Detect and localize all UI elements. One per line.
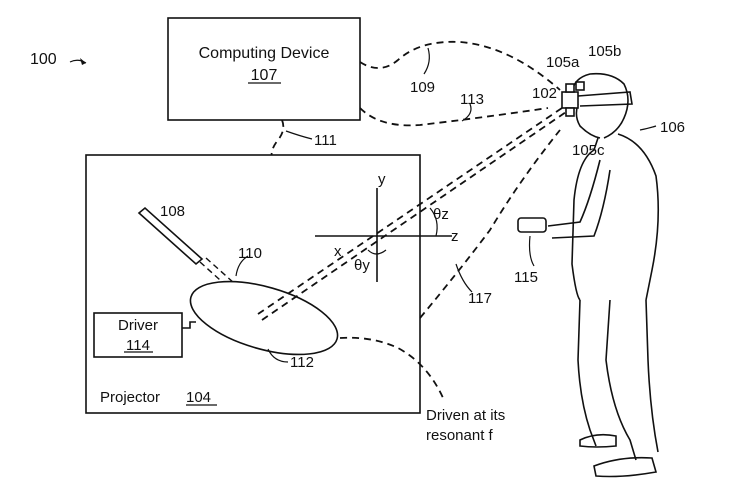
leader-109 bbox=[424, 48, 429, 74]
axis-x-label: x bbox=[334, 243, 342, 260]
axis-z-label: z bbox=[451, 228, 459, 245]
axis-y-label: y bbox=[378, 171, 386, 188]
ref-105a: 105a bbox=[546, 54, 580, 71]
user-torso-front bbox=[572, 138, 598, 300]
controller-115 bbox=[518, 218, 546, 232]
link-111 bbox=[272, 120, 284, 158]
computing-device-label: Computing Device bbox=[199, 45, 330, 62]
driver: Driver 114 bbox=[94, 313, 196, 357]
ref-113: 113 bbox=[460, 91, 484, 108]
computing-device: Computing Device 107 bbox=[168, 18, 360, 120]
figure-arrowhead bbox=[80, 58, 86, 65]
user-leg-back bbox=[646, 300, 658, 452]
figure-reference: 100 bbox=[30, 51, 86, 68]
user-figure: 115 bbox=[514, 74, 658, 477]
leader-117 bbox=[456, 264, 472, 292]
driver-label: Driver bbox=[118, 317, 158, 334]
link-113 bbox=[360, 108, 548, 125]
user-face bbox=[576, 104, 600, 138]
ref-102: 102 bbox=[532, 85, 557, 102]
ref-111: 111 bbox=[314, 132, 337, 149]
ref-110: 110 bbox=[238, 245, 262, 262]
ref-112: 112 bbox=[290, 354, 314, 371]
user-leg-front bbox=[578, 300, 596, 446]
sensor-105c bbox=[566, 108, 574, 116]
headset-strap bbox=[578, 92, 632, 106]
projector-label: Projector bbox=[100, 389, 160, 406]
user-torso-back bbox=[618, 134, 658, 300]
user-leg-mid bbox=[606, 300, 636, 460]
user-arm-lower bbox=[552, 170, 610, 238]
note-line-1: Driven at its bbox=[426, 407, 505, 424]
leader-115 bbox=[530, 236, 535, 266]
leader-106 bbox=[640, 126, 656, 130]
ref-105b: 105b bbox=[588, 43, 621, 60]
user-foot-left bbox=[580, 435, 616, 447]
ref-115: 115 bbox=[514, 269, 538, 286]
projector-ref: 104 bbox=[186, 389, 211, 406]
sensor-105a bbox=[566, 84, 574, 92]
theta-z-label: θz bbox=[433, 206, 449, 223]
note-line-2: resonant f bbox=[426, 427, 494, 444]
link-109 bbox=[360, 42, 560, 90]
figure-number: 100 bbox=[30, 51, 57, 68]
theta-y-label: θy bbox=[354, 257, 370, 274]
ref-105c: 105c bbox=[572, 142, 605, 159]
leader-111 bbox=[286, 131, 312, 139]
user-foot-right bbox=[594, 458, 656, 477]
headset-102 bbox=[562, 92, 578, 108]
computing-device-ref: 107 bbox=[251, 67, 278, 84]
ref-106: 106 bbox=[660, 119, 685, 136]
ref-117: 117 bbox=[468, 290, 492, 307]
sensor-105b bbox=[576, 82, 584, 90]
ref-109: 109 bbox=[410, 79, 435, 96]
ref-108: 108 bbox=[160, 203, 185, 220]
